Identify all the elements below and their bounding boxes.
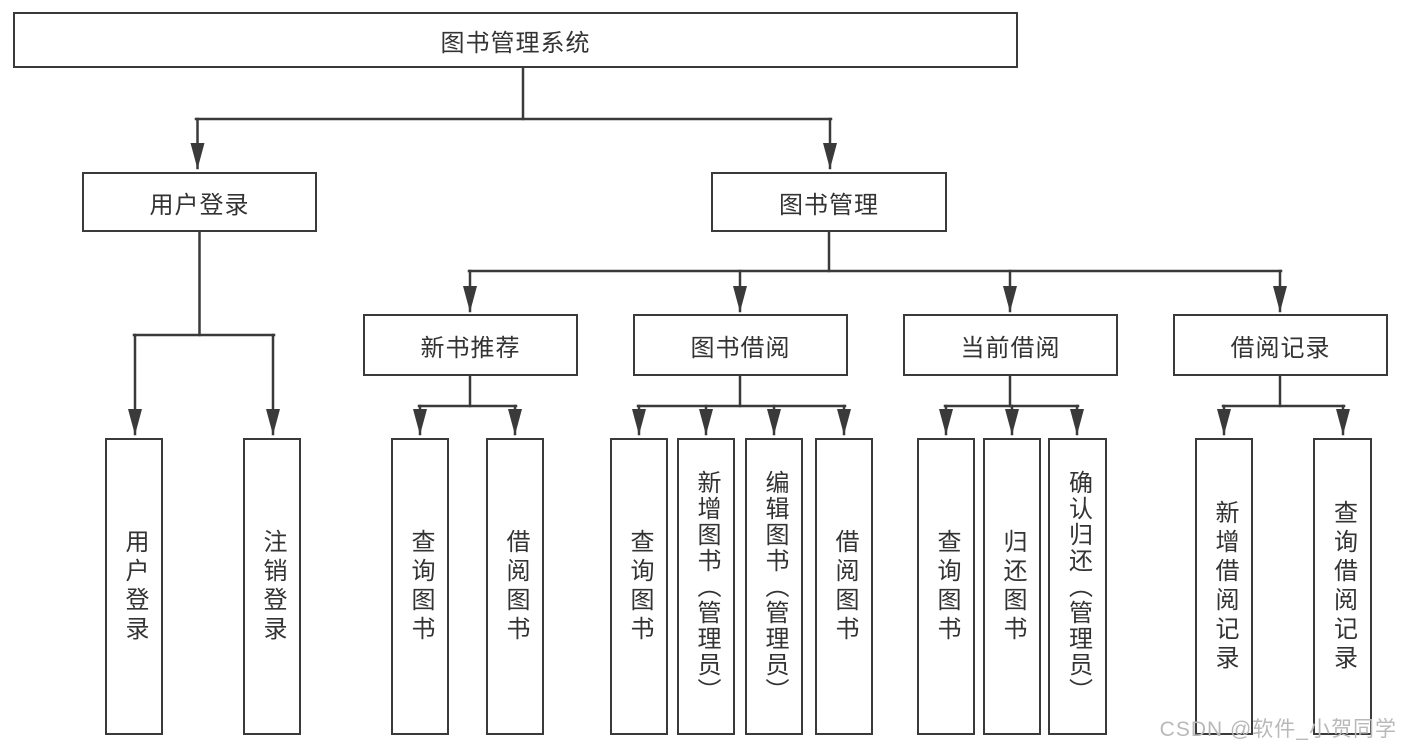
connectors-user-login-children: [128, 230, 280, 436]
leaf-label: 借阅图书: [831, 528, 858, 645]
leaf-label: 编辑图书（管理员）: [761, 469, 788, 704]
connectors-borrow-records-children: [1217, 374, 1350, 436]
node-library-management-system: 图书管理系统: [13, 12, 1018, 68]
node-label: 图书借阅: [690, 334, 791, 362]
node-label: 借阅记录: [1230, 334, 1331, 362]
leaf-query-books-borrow: 查询图书: [610, 438, 668, 735]
node-user-login: 用户登录: [82, 172, 317, 232]
node-label: 图书管理: [779, 191, 879, 219]
node-new-book-recommend: 新书推荐: [363, 314, 578, 376]
node-current-borrow: 当前借阅: [903, 314, 1118, 376]
connectors-new-book-recommend-children: [413, 374, 522, 436]
csdn-watermark: CSDN @软件_小贺同学: [1159, 718, 1397, 741]
leaf-add-book-admin: 新增图书（管理员）: [677, 438, 735, 735]
leaf-label: 查询图书: [626, 528, 653, 645]
leaf-borrow-books: 借阅图书: [815, 438, 873, 735]
leaf-confirm-return-admin: 确认归还（管理员）: [1048, 438, 1107, 735]
connectors-current-borrow-children: [939, 374, 1084, 436]
leaf-label: 确认归还（管理员）: [1064, 469, 1092, 704]
leaf-label: 用户登录: [121, 528, 148, 645]
leaf-query-books-recommend: 查询图书: [391, 438, 449, 735]
node-label: 新书推荐: [420, 334, 521, 362]
leaf-user-login: 用户登录: [105, 438, 163, 735]
leaf-label: 注销登录: [259, 528, 286, 645]
node-label: 用户登录: [149, 191, 250, 219]
leaf-label: 查询图书: [933, 528, 960, 645]
connectors-book-management-children: [463, 230, 1287, 313]
connectors-book-borrow-children: [632, 374, 851, 436]
leaf-label: 归还图书: [999, 528, 1026, 645]
connectors-root-to-level2: [190, 66, 837, 170]
leaf-label: 查询图书: [407, 528, 434, 645]
leaf-borrow-books-recommend: 借阅图书: [486, 438, 544, 735]
leaf-logout: 注销登录: [243, 438, 301, 735]
leaf-label: 新增图书（管理员）: [693, 469, 720, 704]
leaf-label: 新增借阅记录: [1211, 499, 1238, 674]
node-label: 图书管理系统: [440, 29, 591, 57]
node-book-management: 图书管理: [711, 172, 947, 232]
node-label: 当前借阅: [960, 334, 1061, 362]
leaf-return-book: 归还图书: [983, 438, 1041, 735]
leaf-add-borrow-record: 新增借阅记录: [1195, 438, 1253, 735]
leaf-edit-book-admin: 编辑图书（管理员）: [745, 438, 803, 735]
node-borrow-records: 借阅记录: [1173, 314, 1388, 376]
leaf-query-books-current: 查询图书: [917, 438, 975, 735]
leaf-label: 借阅图书: [502, 528, 529, 645]
leaf-query-borrow-record: 查询借阅记录: [1313, 438, 1372, 735]
node-book-borrow: 图书借阅: [633, 314, 848, 376]
leaf-label: 查询借阅记录: [1329, 499, 1357, 674]
